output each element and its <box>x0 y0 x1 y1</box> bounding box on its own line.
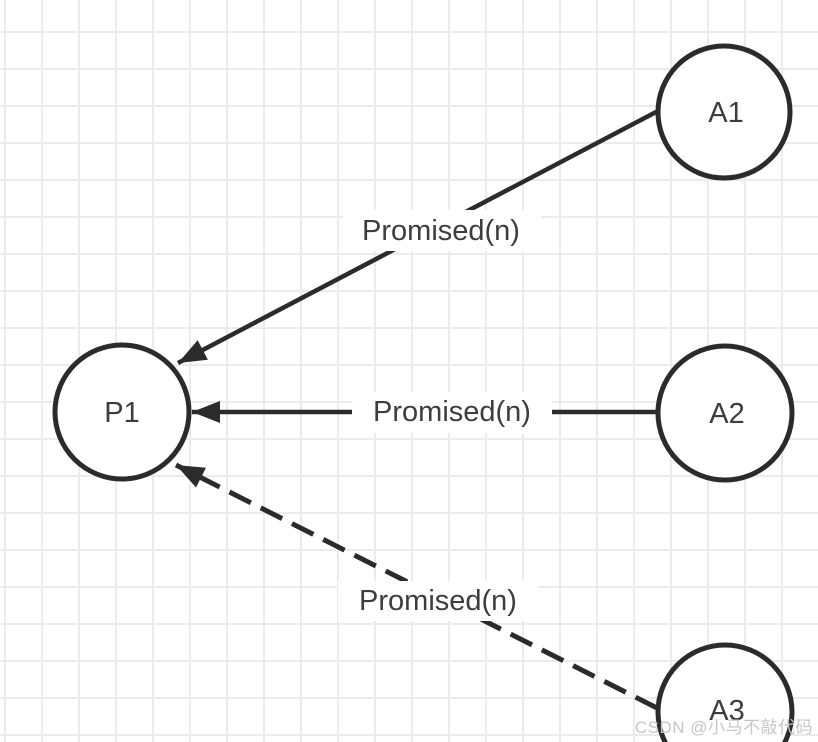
edge-label-a2-p1: Promised(n) <box>373 396 531 428</box>
node-a3-circle <box>655 642 795 742</box>
node-a3: A3 <box>655 642 795 742</box>
edge-label-bg-a1-p1 <box>343 210 541 251</box>
edge-a3-to-p1 <box>174 462 659 711</box>
node-a2-label: A2 <box>709 398 744 430</box>
edge-label-a3-p1: Promised(n) <box>359 585 517 617</box>
node-a3-label: A3 <box>709 695 744 727</box>
edge-label-bg-a3-p1 <box>338 581 538 621</box>
edge-label-bg-a2-p1 <box>352 392 552 433</box>
node-p1-label: P1 <box>104 397 139 429</box>
node-a2-circle <box>655 343 795 483</box>
node-p1-circle <box>52 342 192 482</box>
node-a1-circle <box>655 43 793 181</box>
node-a2: A2 <box>655 343 795 483</box>
node-a1: A1 <box>655 43 793 181</box>
node-p1: P1 <box>52 342 192 482</box>
edge-label-a1-p1: Promised(n) <box>362 215 520 247</box>
node-a1-label: A1 <box>708 97 743 129</box>
